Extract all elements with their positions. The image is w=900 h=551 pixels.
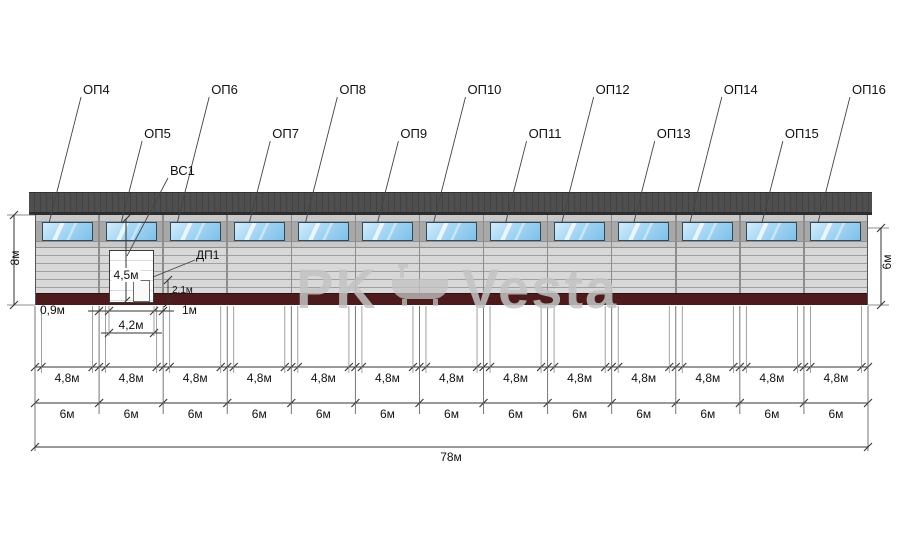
window-opening-label: ОП5 — [144, 126, 171, 141]
window-opening — [297, 222, 349, 241]
dim-window-width-label: 4,8м — [631, 371, 657, 385]
window-opening-label: ОП10 — [467, 82, 502, 97]
window-opening-label: ОП9 — [400, 126, 428, 141]
dim-window-width-label: 4,8м — [439, 371, 464, 385]
dim-window-width-label: 4,8м — [823, 371, 849, 385]
dim-bay-width-label: 6м — [764, 407, 780, 421]
dim-bay-width-label: 6м — [828, 407, 844, 421]
window-opening — [618, 222, 670, 241]
window-opening-label: ОП14 — [723, 82, 758, 97]
roof — [29, 192, 872, 215]
column-line — [418, 215, 421, 293]
dim-window-width-label: 4,8м — [503, 371, 529, 385]
column-line — [226, 215, 228, 293]
window-opening-label: ОП12 — [595, 82, 630, 97]
window-opening — [233, 222, 285, 241]
dim-window-width-label: 4,8м — [118, 371, 144, 385]
window-opening — [425, 222, 478, 241]
window-opening-label: ОП7 — [272, 126, 299, 141]
lintel-strip — [36, 215, 867, 222]
dim-bay-width-label: 6м — [123, 407, 139, 421]
dim-window-width-label: 4,8м — [246, 371, 272, 385]
dim-right-height-label: 6м — [880, 254, 894, 270]
window-opening — [746, 222, 798, 241]
dim-bay-width-label: 6м — [187, 407, 203, 421]
window-opening-label: ОП13 — [656, 126, 691, 141]
dim-window-width-label: 4,8м — [54, 371, 80, 385]
window-opening-label: ОП6 — [211, 82, 238, 97]
window-opening-label: ОП16 — [851, 82, 886, 97]
belt-strip — [36, 241, 867, 248]
column-line — [675, 215, 677, 293]
wicket-door-dp1 — [133, 280, 150, 302]
column-line — [482, 215, 485, 293]
window-opening-label: ОП11 — [528, 126, 562, 141]
dim-bay-width-label: 6м — [700, 407, 716, 421]
dim-bay-width-label: 6м — [508, 407, 524, 421]
column-line — [290, 215, 293, 293]
dim-window-width-label: 4,8м — [374, 371, 400, 385]
dim-gate-height-label: 4,5м — [111, 268, 141, 282]
window-opening — [41, 222, 93, 241]
column-line — [98, 215, 100, 293]
column-line — [803, 215, 805, 293]
dim-bay-width-label: 6м — [59, 407, 75, 421]
door-label: ДП1 — [196, 248, 220, 262]
dim-bay-width-label: 6м — [315, 407, 331, 421]
dim-window-width-label: 4,8м — [310, 371, 336, 385]
window-opening — [169, 222, 221, 241]
dim-gate-offset-right-label: 1м — [182, 303, 197, 317]
dim-gate-width-label: 4,2м — [118, 318, 144, 332]
column-line — [739, 215, 741, 293]
column-line — [162, 215, 164, 293]
dim-window-width-label: 4,8м — [759, 371, 785, 385]
column-line — [546, 215, 549, 293]
wall-siding — [36, 248, 867, 293]
dim-window-width-label: 4,8м — [182, 371, 208, 385]
dim-left-height-label: 8м — [8, 250, 22, 266]
window-opening — [490, 222, 542, 241]
plinth — [36, 293, 867, 305]
dim-total-length-label: 78м — [440, 450, 462, 464]
dim-bay-width-label: 6м — [636, 407, 652, 421]
window-opening — [554, 222, 606, 241]
dim-bay-width-label: 6м — [251, 407, 267, 421]
window-opening-label: ОП15 — [784, 126, 819, 141]
column-line — [354, 215, 357, 293]
column-line — [610, 215, 613, 293]
window-opening — [682, 222, 734, 241]
dim-bay-width-label: 6м — [572, 407, 588, 421]
dim-window-width-label: 4,8м — [567, 371, 593, 385]
window-opening — [105, 222, 157, 241]
dim-bay-width-label: 6м — [379, 407, 395, 421]
window-opening-label: ОП8 — [339, 82, 367, 97]
dim-door-height-label: 2,1м — [172, 285, 193, 296]
dim-gate-offset-left-label: 0,9м — [40, 303, 65, 317]
window-opening-label: ОП4 — [83, 82, 110, 97]
dim-bay-width-label: 6м — [444, 407, 459, 421]
window-opening — [361, 222, 413, 241]
dim-window-width-label: 4,8м — [695, 371, 721, 385]
gate-label: ВС1 — [170, 163, 195, 178]
window-opening — [810, 222, 862, 241]
